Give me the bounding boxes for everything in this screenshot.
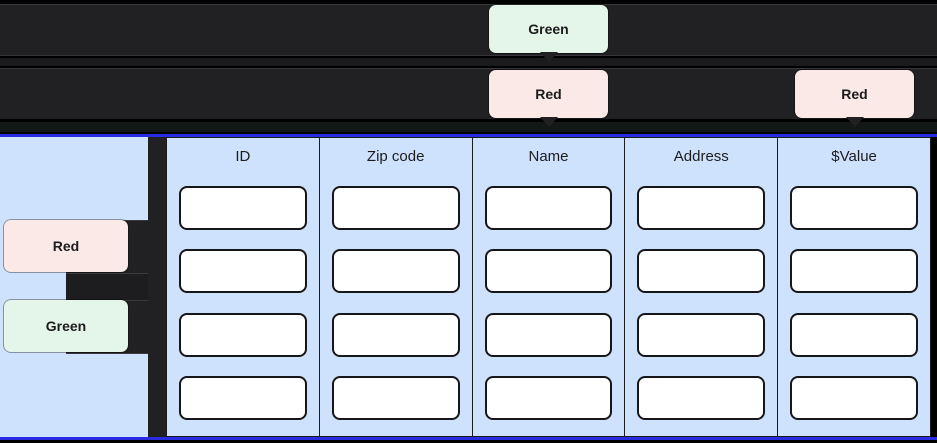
tooltip-red-right[interactable]: Red xyxy=(795,70,914,127)
cell-input[interactable] xyxy=(637,376,766,421)
cell-input[interactable] xyxy=(484,312,613,357)
table-column-id: ID xyxy=(167,138,320,436)
table-column-address: Address xyxy=(625,138,779,436)
cell-input[interactable] xyxy=(179,185,307,230)
column-header-id: ID xyxy=(235,148,251,165)
column-cells-name xyxy=(484,176,613,436)
cell-input[interactable] xyxy=(637,249,766,294)
tooltip-arrow-down-icon xyxy=(539,52,558,62)
accent-rule-top xyxy=(0,134,937,137)
cell-input[interactable] xyxy=(790,185,918,230)
cell-input[interactable] xyxy=(790,376,918,421)
cell-input[interactable] xyxy=(637,185,766,230)
cell-input[interactable] xyxy=(484,185,613,230)
column-cells-address xyxy=(637,176,766,436)
column-cells-value xyxy=(790,176,918,436)
tooltip-arrow-down-icon xyxy=(845,117,864,127)
column-cells-zip-code xyxy=(331,176,460,436)
dark-band-row-2 xyxy=(0,68,937,120)
column-header-name: Name xyxy=(528,148,569,165)
cell-input[interactable] xyxy=(331,185,460,230)
cell-input[interactable] xyxy=(331,376,460,421)
table-column-zip-code: Zip code xyxy=(320,138,473,436)
table-right-gutter xyxy=(931,137,937,437)
sidebar-dark-gap xyxy=(66,274,150,302)
tooltip-red-sidebar[interactable]: Red xyxy=(4,220,128,272)
tooltip-arrow-down-icon xyxy=(539,117,558,127)
tooltip-red-right-label: Red xyxy=(841,86,868,102)
tooltip-green-sidebar-label: Green xyxy=(45,318,87,334)
main-area: ID Zip code Name xyxy=(0,137,937,437)
cell-input[interactable] xyxy=(179,312,307,357)
dark-band-gap xyxy=(0,58,937,66)
tooltip-green-sidebar[interactable]: Green xyxy=(4,300,128,352)
cell-input[interactable] xyxy=(790,312,918,357)
tooltip-red-sidebar-label: Red xyxy=(52,238,80,254)
cell-input[interactable] xyxy=(484,249,613,294)
cell-input[interactable] xyxy=(790,249,918,294)
cell-input[interactable] xyxy=(484,376,613,421)
tooltip-green-top-label: Green xyxy=(528,21,569,37)
cell-input[interactable] xyxy=(179,249,307,294)
column-cells-id xyxy=(179,176,307,436)
column-header-zip-code: Zip code xyxy=(366,148,425,165)
column-header-value: $Value xyxy=(831,148,877,165)
table-column-name: Name xyxy=(473,138,626,436)
dark-strip-lower xyxy=(0,122,937,132)
cell-input[interactable] xyxy=(179,376,307,421)
tooltip-red-middle[interactable]: Red xyxy=(489,70,608,127)
tooltip-green-top[interactable]: Green xyxy=(489,5,608,62)
column-header-address: Address xyxy=(673,148,729,165)
cell-input[interactable] xyxy=(331,249,460,294)
dark-band-row-1 xyxy=(0,4,937,56)
sidebar-divider xyxy=(148,137,166,437)
header-separator-top xyxy=(0,0,937,2)
header-separator-mid xyxy=(0,119,937,121)
table-column-value: $Value xyxy=(778,138,930,436)
header-separator-bottom xyxy=(0,132,937,134)
tooltip-red-middle-label: Red xyxy=(535,86,562,102)
cell-input[interactable] xyxy=(331,312,460,357)
table-panel: ID Zip code Name xyxy=(166,137,931,437)
cell-input[interactable] xyxy=(637,312,766,357)
accent-rule-bottom xyxy=(0,437,937,440)
